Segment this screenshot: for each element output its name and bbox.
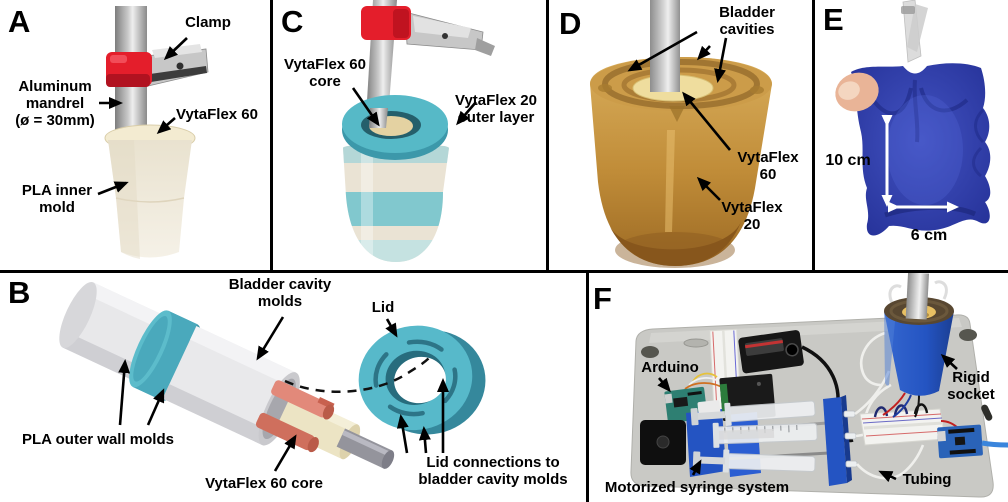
panel-b: B Bladder cavity molds Lid PLA outer wal… (0, 273, 586, 502)
label-motorized-syringe-system: Motorized syringe system (604, 479, 790, 496)
panel-d-photo (590, 0, 772, 268)
measurement-arrows (881, 115, 959, 213)
panel-e-photo (835, 0, 991, 236)
label-vytaflex-20-outer-layer: VytaFlex 20 outer layer (455, 92, 537, 126)
panel-e: E 10 cm 6 cm (815, 0, 1008, 270)
panel-b-render (59, 281, 486, 472)
label-pla-outer-wall-molds: PLA outer wall molds (22, 431, 174, 448)
divider-b-f (586, 273, 589, 502)
mandrel-rod (650, 0, 680, 92)
syringe-top (690, 400, 816, 426)
lid-ring (358, 325, 486, 435)
annotation-arrows-f (657, 353, 958, 483)
label-width-6cm: 6 cm (910, 227, 948, 244)
panel-a: A Clamp Aluminum mandrel (ø = 30mm) Vyta… (0, 0, 270, 270)
label-aluminum-mandrel: Aluminum mandrel (ø = 30mm) (15, 78, 95, 129)
vytaflex20-mold-cup (343, 143, 449, 262)
label-pla-inner-mold: PLA inner mold (21, 182, 93, 216)
syringe-bottom (692, 449, 816, 473)
divider-horizontal (0, 270, 1008, 273)
panel-b-letter: B (8, 275, 31, 310)
panel-a-letter: A (8, 4, 31, 39)
label-vytaflex-20: VytaFlex 20 (721, 199, 783, 233)
label-height-10cm: 10 cm (825, 152, 871, 169)
amber-cast-body (590, 57, 772, 268)
power-adapter (738, 330, 804, 374)
panel-d: D Bladder cavities VytaFlex 60 VytaFlex … (549, 0, 812, 270)
panel-c: C VytaFlex 60 core VytaFlex 20 outer lay… (273, 0, 546, 270)
annotation-arrows-a (97, 37, 188, 196)
label-rigid-socket: Rigid socket (947, 369, 995, 403)
pla-inner-mold-body (108, 140, 192, 259)
annotation-arrows-b (118, 316, 449, 472)
panel-f-photo (630, 273, 1008, 498)
socket-wires (882, 392, 920, 418)
label-bladder-cavity-molds: Bladder cavity molds (228, 276, 332, 310)
arduino-board-right (937, 424, 983, 459)
panel-c-photo (342, 0, 495, 262)
label-vytaflex-60: VytaFlex 60 (176, 106, 258, 123)
label-lid-connections: Lid connections to bladder cavity molds (418, 454, 568, 488)
panel-d-letter: D (559, 6, 582, 41)
panel-f: F Arduino Rigid socket Motorized syringe… (589, 273, 1008, 502)
stepper-motor-shaft (656, 435, 670, 449)
usb-cable (981, 440, 1008, 448)
label-vytaflex-60: VytaFlex 60 (737, 149, 799, 183)
rigid-socket-photo (884, 273, 954, 396)
panel-c-letter: C (281, 4, 304, 39)
lid-placement-dashed-line (284, 357, 430, 393)
divider-a-c (270, 0, 273, 273)
tubing-photo (901, 0, 928, 63)
panel-f-letter: F (593, 281, 612, 316)
divider-c-d (546, 0, 549, 273)
label-clamp-text: Clamp (185, 14, 231, 31)
label-vytaflex-60-core: VytaFlex 60 core (205, 475, 323, 492)
label-lid: Lid (371, 299, 395, 316)
label-clamp: Clamp (172, 14, 244, 31)
panel-e-letter: E (823, 2, 844, 37)
teal-ring (342, 95, 448, 160)
annotation-arrows-c (351, 87, 477, 127)
syringe-middle (712, 422, 818, 448)
panel-a-photo (97, 6, 209, 259)
label-vytaflex-60-core: VytaFlex 60 core (284, 56, 366, 90)
divider-d-e (812, 0, 815, 273)
annotation-arrows-d (627, 30, 732, 201)
thumb-photo (835, 72, 879, 112)
clamp-photo (361, 6, 495, 56)
label-bladder-cavities: Bladder cavities (719, 4, 775, 38)
label-arduino: Arduino (641, 359, 699, 376)
label-tubing: Tubing (902, 471, 952, 488)
